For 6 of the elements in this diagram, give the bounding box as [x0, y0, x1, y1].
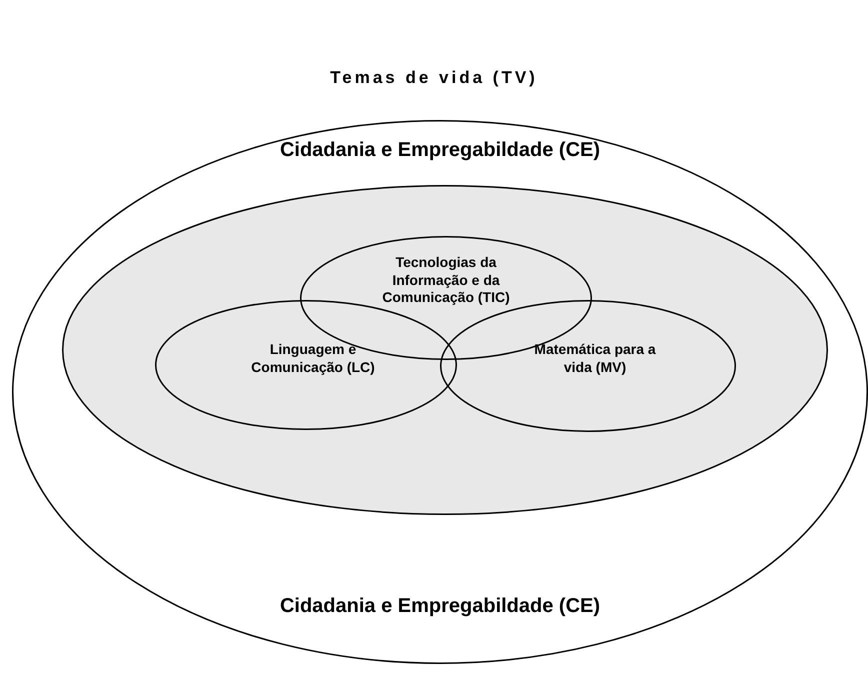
ring-label: Cidadania e Empregabildade (CE): [278, 138, 602, 163]
circle-label: Linguagem e Comunicação (LC): [250, 341, 376, 376]
diagram-title: Temas de vida (TV): [329, 68, 539, 88]
circle-label: Matemática para a vida (MV): [533, 341, 657, 376]
ring-label: Cidadania e Empregabildade (CE): [278, 594, 602, 619]
circle-label: Tecnologias da Informação e da Comunicação (TIC): [381, 254, 511, 306]
